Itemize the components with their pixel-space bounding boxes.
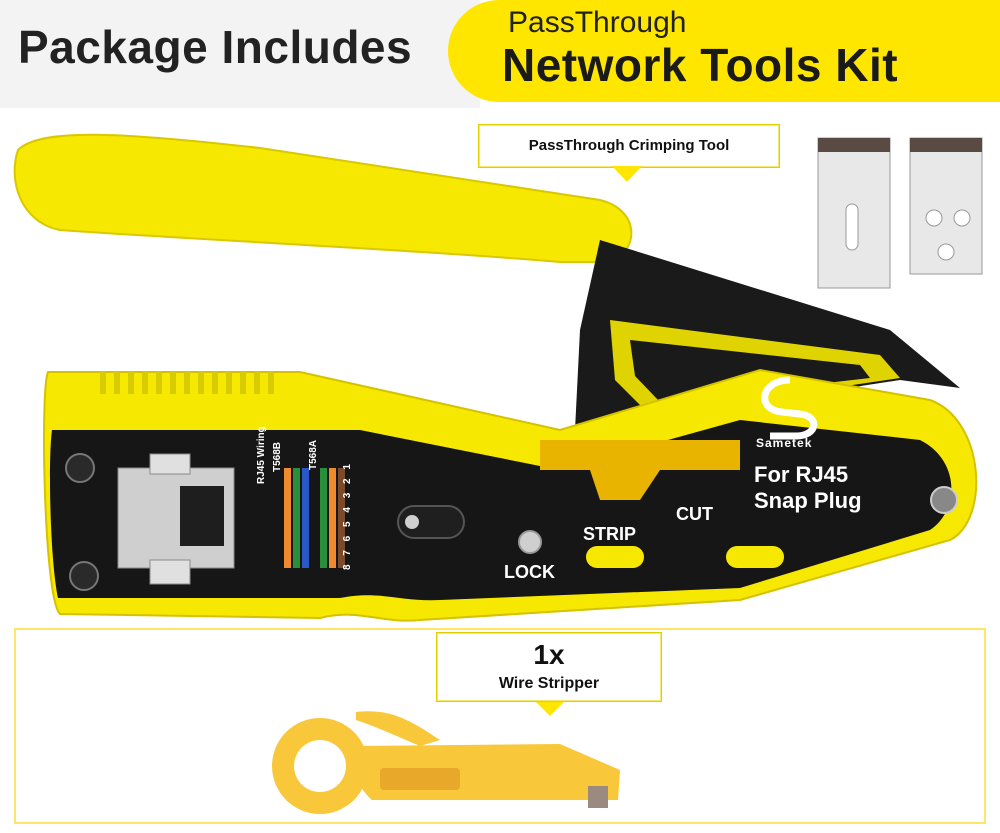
strip-label: STRIP (583, 524, 637, 544)
screw-bottom-left (69, 561, 99, 591)
sametek-logo-icon (761, 376, 818, 440)
wire-stripper-callout: 1x Wire Stripper (436, 632, 662, 702)
lock-slider (397, 505, 465, 539)
header-left-panel (0, 0, 480, 108)
strip-slot (586, 546, 644, 568)
plug-type-line2: Snap Plug (754, 488, 862, 513)
jaw-insert (540, 440, 740, 500)
wire-stripper-illustration (272, 711, 620, 814)
package-includes-title: Package Includes (18, 21, 413, 73)
crimping-tool-callout: PassThrough Crimping Tool (478, 124, 780, 168)
lock-label: LOCK (504, 562, 555, 582)
brand-name: Sametek (756, 436, 813, 450)
wiring-color-chart (284, 468, 345, 568)
wire-stripper-label: Wire Stripper (498, 675, 600, 692)
header-right-banner (448, 0, 1000, 102)
wire-stripper-callout-arrow (536, 702, 564, 716)
pin-numbers: 8 7 6 5 4 3 2 1 (342, 461, 353, 570)
kit-subtitle: PassThrough (508, 6, 687, 39)
wire-stripper-frame (14, 628, 986, 824)
wire-stripper-quantity: 1x (533, 639, 565, 670)
upper-handle (13, 133, 633, 263)
screw-top-left (65, 453, 95, 483)
grip-ridges (100, 372, 274, 394)
cut-label: CUT (676, 504, 713, 524)
wiring-title: RJ45 Wiring (256, 426, 267, 484)
lock-button (518, 530, 542, 554)
cut-slot (726, 546, 784, 568)
replacement-blades (817, 137, 983, 289)
wiring-standard-a: T568A (308, 439, 319, 470)
kit-title: Network Tools Kit (502, 39, 899, 91)
crimping-tool-callout-arrow (612, 166, 642, 182)
screw-right (930, 486, 958, 514)
lever-inner-black (630, 340, 870, 402)
plug-type-line1: For RJ45 (754, 462, 849, 487)
wiring-standard-b: T568B (272, 441, 283, 472)
